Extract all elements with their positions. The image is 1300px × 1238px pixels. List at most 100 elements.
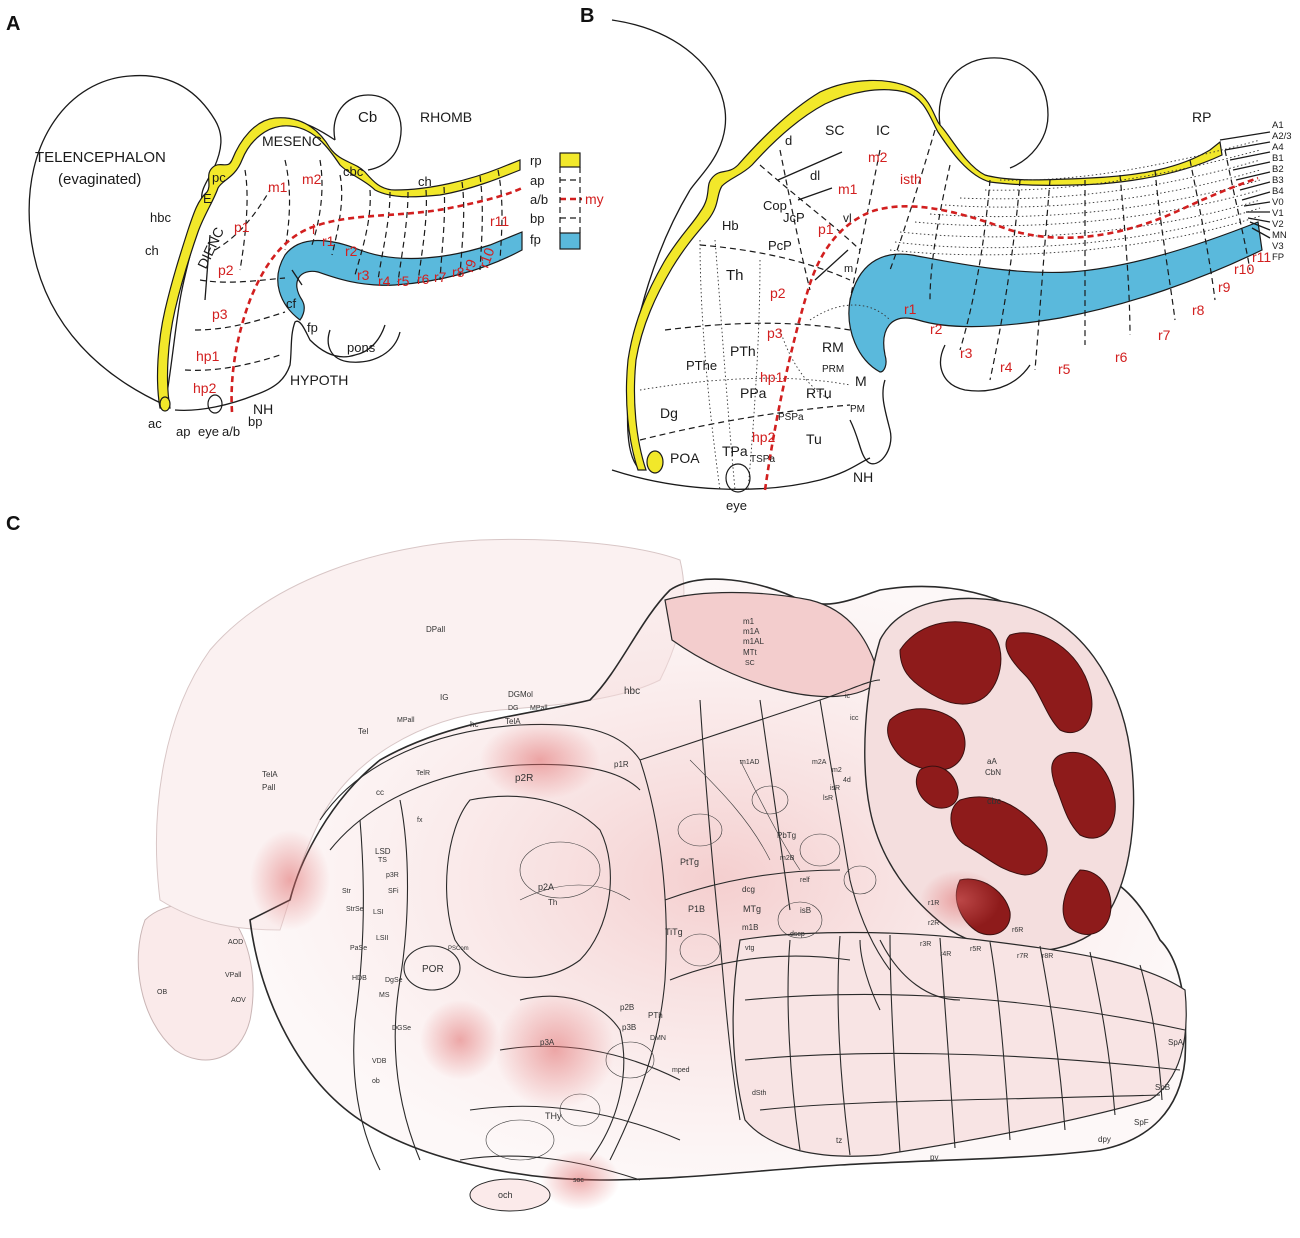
c-label-p3a: p3A (540, 1038, 555, 1047)
col-mn: MN (1272, 230, 1287, 241)
label-ac-a: ac (148, 416, 162, 431)
label-r6-a: r6 (417, 271, 430, 287)
label-i-a: i (312, 221, 315, 237)
c-label-hc: hc (470, 720, 478, 729)
label-hp1-a: hp1 (196, 348, 220, 364)
label-th-b: Th (726, 267, 744, 284)
c-label-pttg: PtTg (680, 857, 699, 867)
c-label-spa: SpA (1168, 1038, 1184, 1047)
c-label-r1r: r1R (928, 900, 939, 907)
c-label-cbn: CbN (985, 768, 1001, 777)
c-label-sc: SC (745, 660, 755, 667)
label-hp1-b: hp1 (760, 369, 784, 385)
label-cbc-a: cbc (343, 164, 364, 179)
label-pm-b: PM (850, 404, 865, 415)
c-label-m1: m1 (743, 617, 755, 626)
c-label-strse: StrSe (346, 906, 364, 913)
label-pc-a: pc (212, 170, 226, 185)
label-r3-b: r3 (960, 345, 973, 361)
c-label-r7r: r7R (1017, 953, 1028, 960)
label-pth-b: PTh (730, 343, 756, 359)
c-label-lsd: LSD (375, 847, 391, 856)
label-m-region-b: M (855, 373, 867, 389)
c-label-p3b: p3B (622, 1023, 636, 1032)
c-label-dgse: DgSe (385, 977, 403, 984)
c-label-m1al: m1AL (743, 637, 764, 646)
c-label-pase: PaSe (350, 945, 367, 952)
c-label-mped: mped (672, 1067, 690, 1074)
telencephalon-arc-b (612, 20, 726, 190)
c-label-r3r: r3R (920, 941, 931, 948)
label-rtu-b: RTu (806, 385, 832, 401)
c-label-py: py (930, 1153, 938, 1162)
eye-a (208, 395, 222, 413)
c-label-pth: PTh (648, 1011, 663, 1020)
label-hp2-b: hp2 (752, 429, 776, 445)
label-pcp-b: PcP (768, 238, 792, 253)
c-label-aov: AOV (231, 997, 246, 1004)
label-m-b: m (844, 263, 853, 275)
label-nh-b: NH (853, 469, 873, 485)
c-label-pbtg: PbTg (777, 831, 796, 840)
c-label-mpall2: MPall (530, 705, 548, 712)
stain-glow-1 (495, 990, 615, 1110)
legend-a: rp ap a/b bp fp my (530, 153, 604, 249)
label-r2-a: r2 (345, 243, 358, 259)
label-evaginated: (evaginated) (58, 171, 141, 188)
stain-glow-3 (480, 720, 600, 800)
legend-bp: bp (530, 211, 544, 226)
c-label-tela-mid: TelA (505, 717, 521, 726)
c-label-p2b: p2B (620, 1003, 634, 1012)
c-label-p1r: p1R (614, 760, 629, 769)
label-prm-b: PRM (822, 364, 844, 375)
label-hp2-a: hp2 (193, 380, 217, 396)
c-label-vpall: VPall (225, 972, 242, 979)
stain-glow-4 (250, 830, 330, 930)
c-label-ts: TS (378, 857, 387, 864)
legend-ap: ap (530, 173, 544, 188)
c-label-m1ad: m1AD (740, 759, 759, 766)
c-label-mtg: MTg (743, 904, 761, 914)
c-label-vtg: vtg (745, 945, 754, 952)
label-ppa-b: PPa (740, 385, 767, 401)
c-label-aa: aA (987, 757, 997, 766)
label-r4-b: r4 (1000, 359, 1013, 375)
c-label-dpy: dpy (1098, 1135, 1111, 1144)
label-tu-b: Tu (806, 431, 822, 447)
c-label-m2a: m2A (812, 759, 827, 766)
column-labels-b: A1 A2/3 A4 B1 B2 B3 B4 V0 V1 V2 MN V3 FP (1272, 120, 1292, 263)
c-label-ob-lower: ob (372, 1078, 380, 1085)
label-ab-a: a/b (222, 424, 240, 439)
c-label-pscom: PSCom (448, 946, 469, 952)
c-label-titg: TiTg (665, 927, 683, 937)
label-pthe-b: PThe (686, 358, 717, 373)
c-label-aod: AOD (228, 939, 243, 946)
c-label-tel: Tel (358, 727, 368, 736)
c-label-mpall: MPall (397, 717, 415, 724)
label-tpa-b: TPa (722, 443, 748, 459)
label-r3-a: r3 (357, 267, 370, 283)
legend-rp: rp (530, 153, 542, 168)
legend-swatch-fp (560, 233, 580, 249)
c-label-m1b: m1B (742, 923, 758, 932)
c-label-cc: cc (376, 788, 384, 797)
label-rm-b: RM (822, 339, 844, 355)
c-label-m1a: m1A (743, 627, 760, 636)
ac-circle-b (647, 451, 663, 473)
panel-c-letter: C (6, 513, 20, 535)
c-label-str: Str (342, 888, 352, 895)
hypoth-bump-b (850, 380, 891, 464)
c-label-ms: MS (379, 992, 390, 999)
c-label-lsii: LSII (376, 935, 389, 942)
label-jcp-b: JcP (783, 210, 805, 225)
label-r1-b: r1 (904, 301, 917, 317)
label-d-b: d (785, 133, 792, 148)
c-label-spb: SpB (1155, 1083, 1170, 1092)
c-label-th: Th (548, 898, 557, 907)
c-label-ob: OB (157, 989, 167, 996)
col-b4: B4 (1272, 186, 1284, 197)
legend-ab: a/b (530, 192, 548, 207)
c-label-r6r: r6R (1012, 927, 1023, 934)
panel-b: B (580, 5, 1292, 513)
